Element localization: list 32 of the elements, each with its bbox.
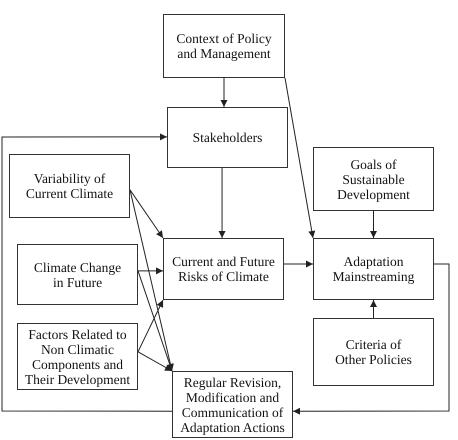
box-label: Goals of Sustainable Development xyxy=(336,156,411,202)
process-box xyxy=(9,154,130,218)
box-label: Regular Revision, Modification and Communication of Adaptation Actions xyxy=(179,374,286,434)
process-box xyxy=(313,147,434,211)
arrow xyxy=(220,78,228,108)
arrow xyxy=(284,78,316,238)
box-label: Criteria of Other Policies xyxy=(334,337,413,367)
box-label: Climate Change in Future xyxy=(32,260,122,290)
box-label: Current and Future Risks of Climate xyxy=(171,254,276,284)
process-box xyxy=(313,238,434,300)
box-label: Context of Policy and Management xyxy=(175,31,273,61)
arrow xyxy=(370,300,377,318)
arrow xyxy=(284,260,314,268)
box-label: Variability of Current Climate xyxy=(24,171,114,201)
arrow xyxy=(138,351,172,372)
arrow xyxy=(292,264,450,415)
arrow xyxy=(218,168,226,238)
process-box xyxy=(167,107,288,168)
process-box xyxy=(172,371,293,438)
process-box xyxy=(17,244,138,305)
box-label: Adaptation Mainstreaming xyxy=(332,254,416,284)
process-box xyxy=(17,323,138,390)
process-box xyxy=(313,318,434,386)
process-box xyxy=(163,14,285,78)
process-box xyxy=(163,238,284,300)
arrow xyxy=(138,267,164,274)
arrow xyxy=(370,210,377,238)
box-label: Stakeholders xyxy=(192,130,262,145)
box-label: Factors Related to Non Climatic Components and Their Development xyxy=(24,326,132,386)
arrow xyxy=(130,189,164,238)
arrow xyxy=(138,270,174,372)
arrow xyxy=(138,300,164,352)
